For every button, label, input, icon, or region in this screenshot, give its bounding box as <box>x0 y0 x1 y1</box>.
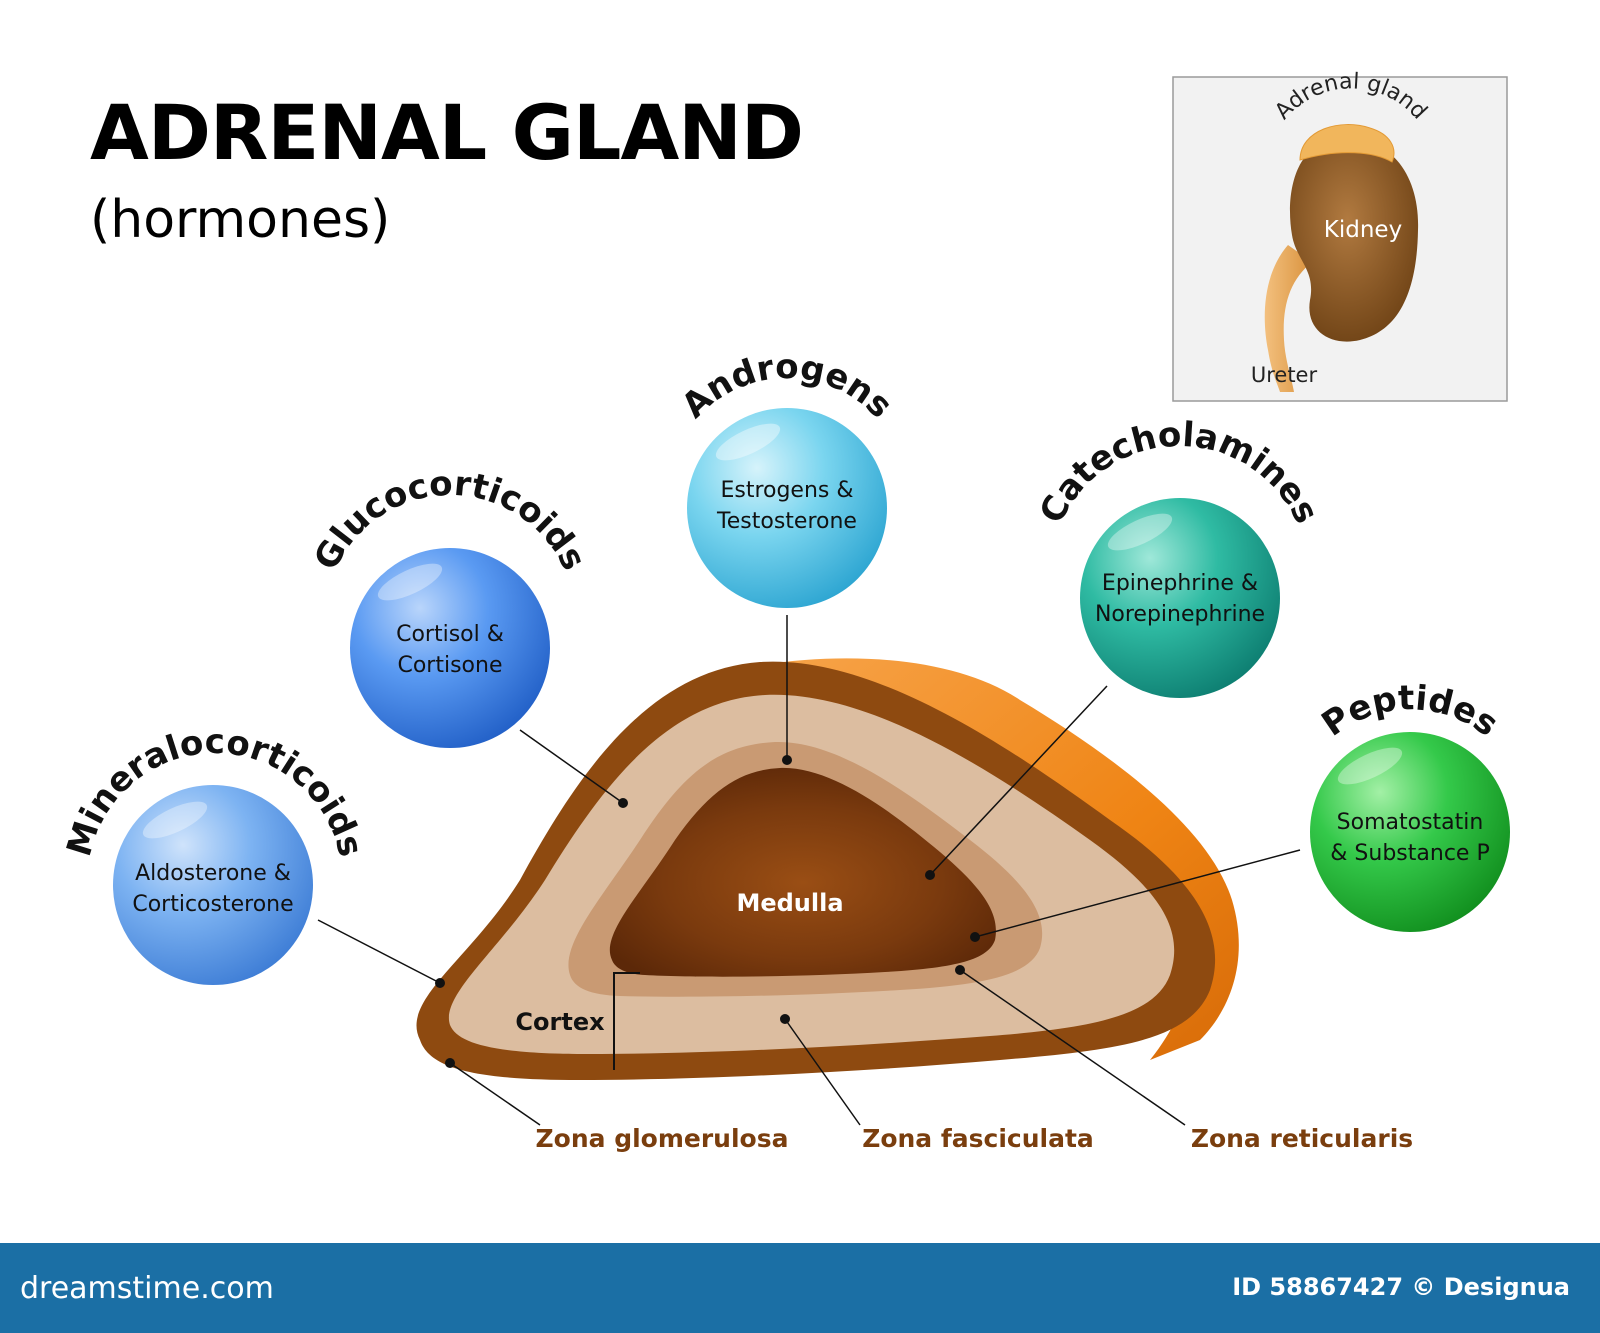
bubble-catecholamines <box>1080 498 1280 698</box>
kidney-inset: Adrenal gland Kidney Ureter <box>1172 69 1508 402</box>
dot-mineral <box>435 978 445 988</box>
bubble-line2: Norepinephrine <box>1095 602 1265 627</box>
medulla-label: Medulla <box>736 889 843 917</box>
bubble-line2: & Substance P <box>1330 841 1489 866</box>
connector-cate <box>929 685 1108 876</box>
page-title: ADRENAL GLAND <box>90 88 804 177</box>
hormone-mineralocorticoids: Mineralocorticoids Aldosterone & Cortico… <box>59 722 371 985</box>
bubble-line1: Somatostatin <box>1337 810 1484 835</box>
hormone-glucocorticoids: Glucocorticoids Cortisol & Cortisone <box>306 464 594 748</box>
bubble-line2: Cortisone <box>397 653 502 678</box>
cortex-label: Cortex <box>515 1008 605 1036</box>
dot-pept <box>970 932 980 942</box>
adrenal-cap-shape <box>1299 124 1395 163</box>
connector-glomerulosa <box>449 1062 541 1126</box>
dot-reticularis <box>955 965 965 975</box>
bubble-androgens <box>687 408 887 608</box>
dot-cate <box>925 870 935 880</box>
hormone-peptides: Peptides Somatostatin & Substance P <box>1310 678 1510 932</box>
dot-glomerulosa <box>445 1058 455 1068</box>
connector-gluco <box>519 729 624 804</box>
connector-fasciculata <box>784 1018 861 1126</box>
bubble-glucocorticoids <box>350 548 550 748</box>
bubble-line1: Aldosterone & <box>135 861 291 886</box>
bubble-line2: Testosterone <box>716 509 857 534</box>
dot-gluco <box>618 798 628 808</box>
kidney-shape <box>1289 138 1419 342</box>
ureter-shape <box>1264 245 1312 392</box>
zone-label-fasciculata: Zona fasciculata <box>862 1124 1094 1153</box>
bubble-line2: Corticosterone <box>132 892 293 917</box>
cortex-bracket <box>613 972 640 1070</box>
bubble-peptides <box>1310 732 1510 932</box>
dot-andro <box>782 755 792 765</box>
zone-label-reticularis: Zona reticularis <box>1191 1124 1413 1153</box>
zone-labels: Zona glomerulosa Zona fasciculata Zona r… <box>536 1124 1414 1153</box>
hormone-androgens: Androgens Estrogens & Testosterone <box>674 347 900 608</box>
zone-label-glomerulosa: Zona glomerulosa <box>536 1124 789 1153</box>
connector-dots <box>435 755 980 1068</box>
bubble-line1: Epinephrine & <box>1102 571 1258 596</box>
bubble-mineralocorticoids <box>113 785 313 985</box>
footer-bar: dreamstime.com ID 58867427 © Designua <box>0 1243 1600 1333</box>
dot-fasciculata <box>780 1014 790 1024</box>
inset-kidney-label: Kidney <box>1324 217 1402 243</box>
bubble-line1: Estrogens & <box>720 478 853 503</box>
hormone-catecholamines: Catecholamines Epinephrine & Norepinephr… <box>1032 415 1326 698</box>
connector-pept <box>974 849 1301 938</box>
page-subtitle: (hormones) <box>90 190 391 250</box>
bubble-line1: Cortisol & <box>396 622 504 647</box>
inset-ureter-label: Ureter <box>1251 363 1318 387</box>
footer-image-id: ID 58867427 © Designua <box>1232 1273 1570 1301</box>
connector-reticularis <box>959 969 1186 1126</box>
connector-lines <box>317 615 1301 1126</box>
connector-mineral <box>317 919 441 984</box>
footer-logo[interactable]: dreamstime.com <box>20 1271 274 1306</box>
medulla-layer <box>609 767 996 977</box>
adrenal-gland-cross-section: Medulla Cortex <box>416 658 1239 1080</box>
